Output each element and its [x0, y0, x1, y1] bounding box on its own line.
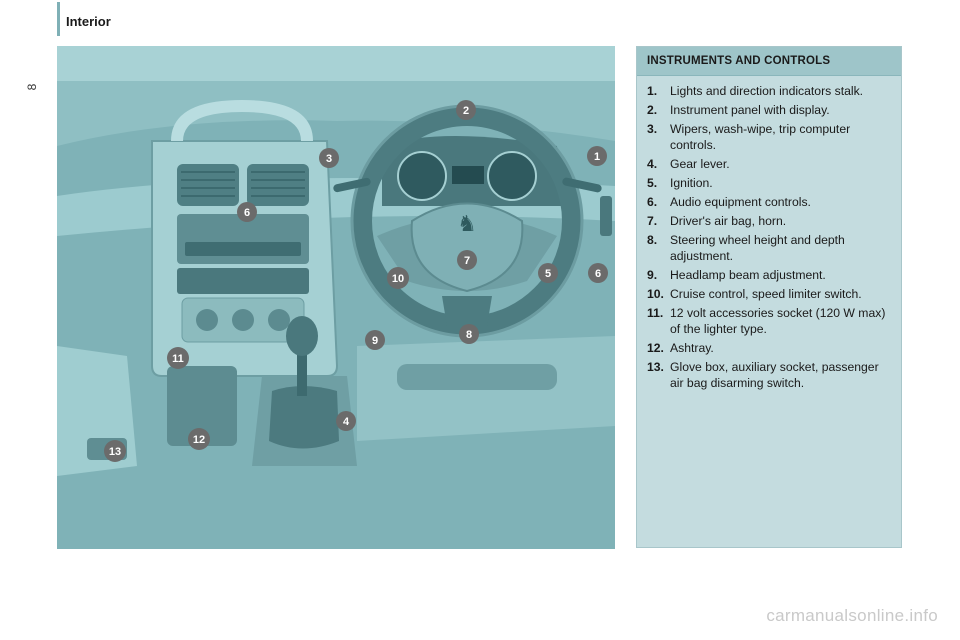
watermark: carmanualsonline.info: [766, 606, 938, 625]
list-item: 5. Ignition.: [647, 175, 895, 191]
list-item: 13. Glove box, auxiliary socket, passenge…: [647, 359, 895, 391]
callout-12: 12: [188, 428, 210, 450]
panel-title: INSTRUMENTS AND CONTROLS: [637, 47, 901, 76]
page-number: 8: [25, 83, 39, 91]
callout-label: 13: [109, 446, 121, 458]
list-item: 12. Ashtray.: [647, 340, 895, 356]
item-number: 13.: [647, 360, 664, 374]
list-item: 6. Audio equipment controls.: [647, 194, 895, 210]
callout-7: 7: [457, 250, 477, 270]
list-item: 8. Steering wheel height and depth adjust…: [647, 232, 895, 264]
callout-11: 11: [167, 347, 189, 369]
callout-1: 1: [587, 146, 607, 166]
item-number: 8.: [647, 233, 658, 247]
callout-label: 6: [244, 207, 250, 219]
callout-label: 7: [464, 255, 470, 267]
callout-6-radio: 6: [237, 202, 257, 222]
list-item: 7. Driver's air bag, horn.: [647, 213, 895, 229]
item-number: 3.: [647, 122, 658, 136]
callout-13: 13: [104, 440, 126, 462]
section-title: Interior: [66, 14, 111, 29]
callout-label: 2: [463, 105, 469, 117]
callout-label: 10: [392, 273, 404, 285]
callout-6-wheel: 6: [588, 263, 608, 283]
list-item: 10. Cruise control, speed limiter switch.: [647, 286, 895, 302]
item-text: Cruise control, speed limiter switch.: [670, 287, 862, 301]
item-number: 2.: [647, 103, 658, 117]
dashboard-illustration: ♞ 2 3 1 6 7 10 5: [57, 46, 615, 549]
item-text: Audio equipment controls.: [670, 195, 811, 209]
callout-label: 8: [466, 329, 472, 341]
item-text: Lights and direction indicators stalk.: [670, 84, 864, 98]
item-number: 7.: [647, 214, 658, 228]
item-text: Ignition.: [670, 176, 713, 190]
item-number: 1.: [647, 84, 658, 98]
item-text: Ashtray.: [670, 341, 714, 355]
callout-10: 10: [387, 267, 409, 289]
item-number: 11.: [647, 306, 664, 320]
callout-label: 5: [545, 268, 551, 280]
svg-text:♞: ♞: [457, 212, 477, 237]
instruments-panel: INSTRUMENTS AND CONTROLS 1. Lights and di…: [636, 46, 902, 548]
list-item: 9. Headlamp beam adjustment.: [647, 267, 895, 283]
list-item: 3. Wipers, wash-wipe, trip computer contr…: [647, 121, 895, 153]
list-item: 4. Gear lever.: [647, 156, 895, 172]
callout-label: 11: [172, 353, 184, 365]
callout-3: 3: [319, 148, 339, 168]
callout-label: 3: [326, 153, 332, 165]
callout-2: 2: [456, 100, 476, 120]
item-text: Headlamp beam adjustment.: [670, 268, 826, 282]
item-text: 12 volt accessories socket (120 W max) o…: [670, 306, 886, 336]
callout-label: 4: [343, 416, 350, 428]
controls-list: 1. Lights and direction indicators stalk.…: [637, 76, 901, 391]
item-number: 6.: [647, 195, 658, 209]
item-text: Gear lever.: [670, 157, 730, 171]
item-text: Glove box, auxiliary socket, passenger a…: [670, 360, 879, 390]
item-number: 10.: [647, 287, 664, 301]
callout-9: 9: [365, 330, 385, 350]
item-text: Instrument panel with display.: [670, 103, 830, 117]
callout-label: 1: [594, 151, 600, 163]
section-accent-bar: [57, 2, 60, 36]
item-text: Wipers, wash-wipe, trip computer control…: [670, 122, 851, 152]
item-number: 9.: [647, 268, 658, 282]
callout-label: 9: [372, 335, 378, 347]
list-item: 2. Instrument panel with display.: [647, 102, 895, 118]
list-item: 11. 12 volt accessories socket (120 W max…: [647, 305, 895, 337]
item-text: Steering wheel height and depth adjustme…: [670, 233, 845, 263]
item-text: Driver's air bag, horn.: [670, 214, 787, 228]
item-number: 4.: [647, 157, 658, 171]
item-number: 5.: [647, 176, 658, 190]
callout-4: 4: [336, 411, 356, 431]
dashboard-drawing: ♞ 2 3 1 6 7 10 5: [57, 46, 615, 549]
callout-label: 6: [595, 268, 601, 280]
callout-5: 5: [538, 263, 558, 283]
callout-label: 12: [193, 434, 205, 446]
callout-8: 8: [459, 324, 479, 344]
list-item: 1. Lights and direction indicators stalk.: [647, 83, 895, 99]
item-number: 12.: [647, 341, 664, 355]
